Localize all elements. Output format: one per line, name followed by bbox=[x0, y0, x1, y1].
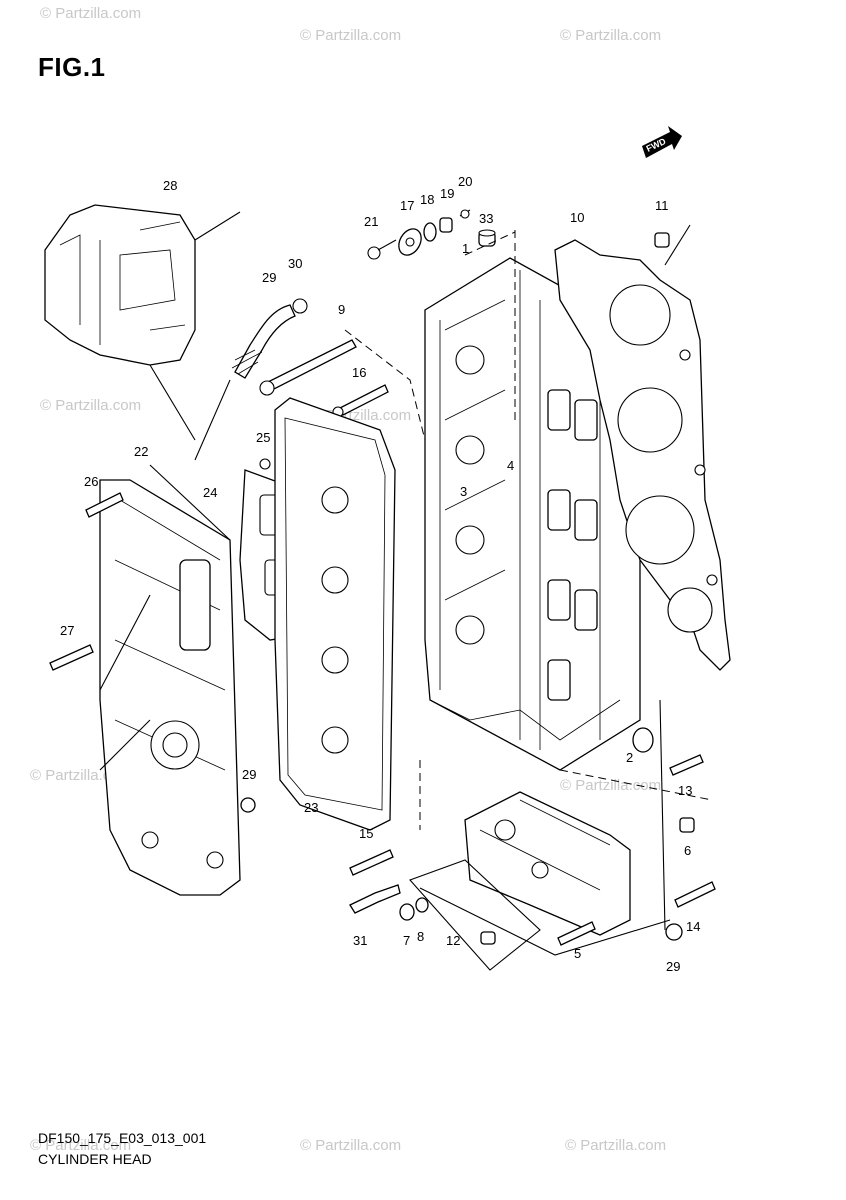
callout-label: 31 bbox=[353, 933, 367, 948]
callout-label: 14 bbox=[686, 919, 700, 934]
part-side-cover-22 bbox=[99, 479, 241, 896]
callout-label: 33 bbox=[479, 211, 493, 226]
callout-label: 21 bbox=[364, 214, 378, 229]
diagram-code: DF150_175_E03_013_001 bbox=[38, 1130, 207, 1146]
part-gasket-23 bbox=[274, 397, 396, 831]
callout-label: 10 bbox=[570, 210, 584, 225]
callout-label: 5 bbox=[574, 946, 581, 961]
watermark: © Partzilla.com bbox=[300, 27, 401, 44]
part-cylinder-head-1 bbox=[424, 257, 641, 771]
part-nut-29 bbox=[665, 923, 683, 941]
callout-label: 30 bbox=[288, 256, 302, 271]
forward-arrow-icon: FWD bbox=[642, 126, 682, 158]
diagram-caption: DF150_175_E03_013_001 CYLINDER HEAD bbox=[38, 1128, 206, 1170]
callout-label: 29 bbox=[262, 270, 276, 285]
part-bolt-5 bbox=[557, 921, 596, 946]
guide-line bbox=[419, 887, 671, 956]
part-hose-30 bbox=[194, 298, 308, 461]
part-sensor-32 bbox=[349, 884, 401, 914]
callout-label: 13 bbox=[678, 783, 692, 798]
part-head-gasket-10 bbox=[554, 239, 731, 671]
part-bolt-25 bbox=[259, 458, 271, 470]
part-washer-7 bbox=[399, 903, 415, 921]
callout-label: 12 bbox=[446, 933, 460, 948]
callout-label: 27 bbox=[60, 623, 74, 638]
part-bolt-9 bbox=[259, 339, 357, 396]
part-small-group-top bbox=[367, 209, 496, 260]
guide-line bbox=[194, 211, 241, 241]
watermark: © Partzilla.com bbox=[30, 1137, 131, 1154]
part-dowel-6 bbox=[679, 817, 695, 833]
callout-label: 25 bbox=[256, 430, 270, 445]
part-bolt-27 bbox=[49, 644, 94, 671]
part-bolt-13 bbox=[669, 754, 704, 776]
callout-label: 16 bbox=[352, 365, 366, 380]
watermark: © Partzilla.com bbox=[40, 5, 141, 22]
part-bolt-26 bbox=[85, 492, 124, 518]
callout-label: 19 bbox=[440, 186, 454, 201]
callout-label: 3 bbox=[460, 484, 467, 499]
callout-label: 15 bbox=[359, 826, 373, 841]
part-seal-2 bbox=[632, 727, 654, 753]
guide-line bbox=[464, 231, 516, 256]
callout-label: 22 bbox=[134, 444, 148, 459]
guide-line bbox=[149, 364, 196, 441]
guide-line bbox=[99, 719, 151, 771]
callout-label: 2 bbox=[626, 750, 633, 765]
callout-label: 8 bbox=[417, 929, 424, 944]
callout-label: 17 bbox=[400, 198, 414, 213]
callout-label: 6 bbox=[684, 843, 691, 858]
guide-line bbox=[409, 859, 541, 971]
callout-label: 24 bbox=[203, 485, 217, 500]
guide-line bbox=[344, 329, 426, 441]
callout-label: 20 bbox=[458, 174, 472, 189]
diagram-name: CYLINDER HEAD bbox=[38, 1151, 152, 1167]
callout-label: 7 bbox=[403, 933, 410, 948]
callout-label: 23 bbox=[304, 800, 318, 815]
guide-line bbox=[659, 699, 666, 931]
figure-title: FIG.1 bbox=[38, 52, 106, 82]
watermark: © Partzilla.com bbox=[560, 777, 661, 794]
callout-label: 11 bbox=[655, 198, 669, 213]
part-oring-8 bbox=[415, 897, 429, 913]
callout-label: 9 bbox=[338, 302, 345, 317]
guide-line bbox=[149, 464, 231, 541]
callout-label: 1 bbox=[462, 241, 469, 256]
guide-line bbox=[99, 594, 151, 691]
part-bolt-14 bbox=[674, 881, 716, 908]
watermark: © Partzilla.com bbox=[300, 1137, 401, 1154]
callout-label: 29 bbox=[242, 767, 256, 782]
watermark: © Partzilla.com bbox=[40, 397, 141, 414]
part-bolt-15 bbox=[349, 849, 394, 876]
callout-label: 4 bbox=[507, 458, 514, 473]
part-cover-28 bbox=[44, 204, 196, 366]
part-nut-29 bbox=[240, 797, 256, 813]
part-lower-housing bbox=[464, 791, 631, 936]
part-cap-12 bbox=[480, 931, 496, 945]
callout-label: 29 bbox=[666, 959, 680, 974]
watermark: © Partzilla.com bbox=[560, 27, 661, 44]
watermark: © Partzilla.com bbox=[565, 1137, 666, 1154]
callout-label: 26 bbox=[84, 474, 98, 489]
callout-labels: 28 29 30 9 21 17 18 19 20 33 1 10 11 16 … bbox=[60, 174, 700, 974]
callout-label: 18 bbox=[420, 192, 434, 207]
callout-label: 28 bbox=[163, 178, 177, 193]
part-dowel-11 bbox=[654, 232, 670, 248]
guide-line bbox=[664, 224, 691, 266]
